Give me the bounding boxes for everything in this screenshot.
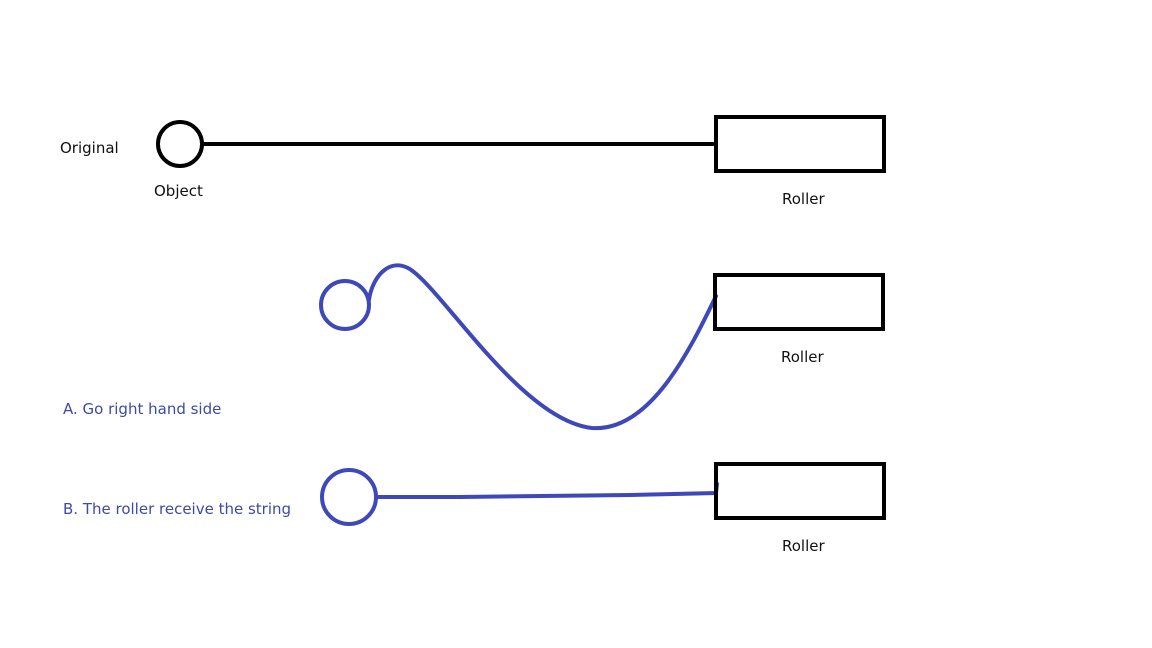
option-a-object-circle bbox=[319, 279, 371, 331]
option-b-roller-box bbox=[714, 462, 886, 520]
option-b-string bbox=[374, 482, 719, 499]
roller-label-original: Roller bbox=[782, 190, 825, 208]
original-label: Original bbox=[60, 139, 119, 157]
option-b-label: B. The roller receive the string bbox=[63, 500, 292, 518]
original-object-circle bbox=[156, 120, 204, 168]
option-a-string bbox=[367, 263, 718, 431]
roller-label-option-a: Roller bbox=[781, 348, 824, 366]
option-b-object-circle bbox=[320, 468, 378, 526]
option-a-setup bbox=[319, 263, 885, 431]
object-label: Object bbox=[154, 182, 203, 200]
option-b-setup bbox=[320, 462, 886, 526]
original-roller-box bbox=[714, 115, 886, 173]
option-a-label: A. Go right hand side bbox=[63, 400, 222, 418]
option-a-roller-box bbox=[713, 273, 885, 331]
original-setup bbox=[156, 115, 886, 173]
roller-label-option-b: Roller bbox=[782, 537, 825, 555]
